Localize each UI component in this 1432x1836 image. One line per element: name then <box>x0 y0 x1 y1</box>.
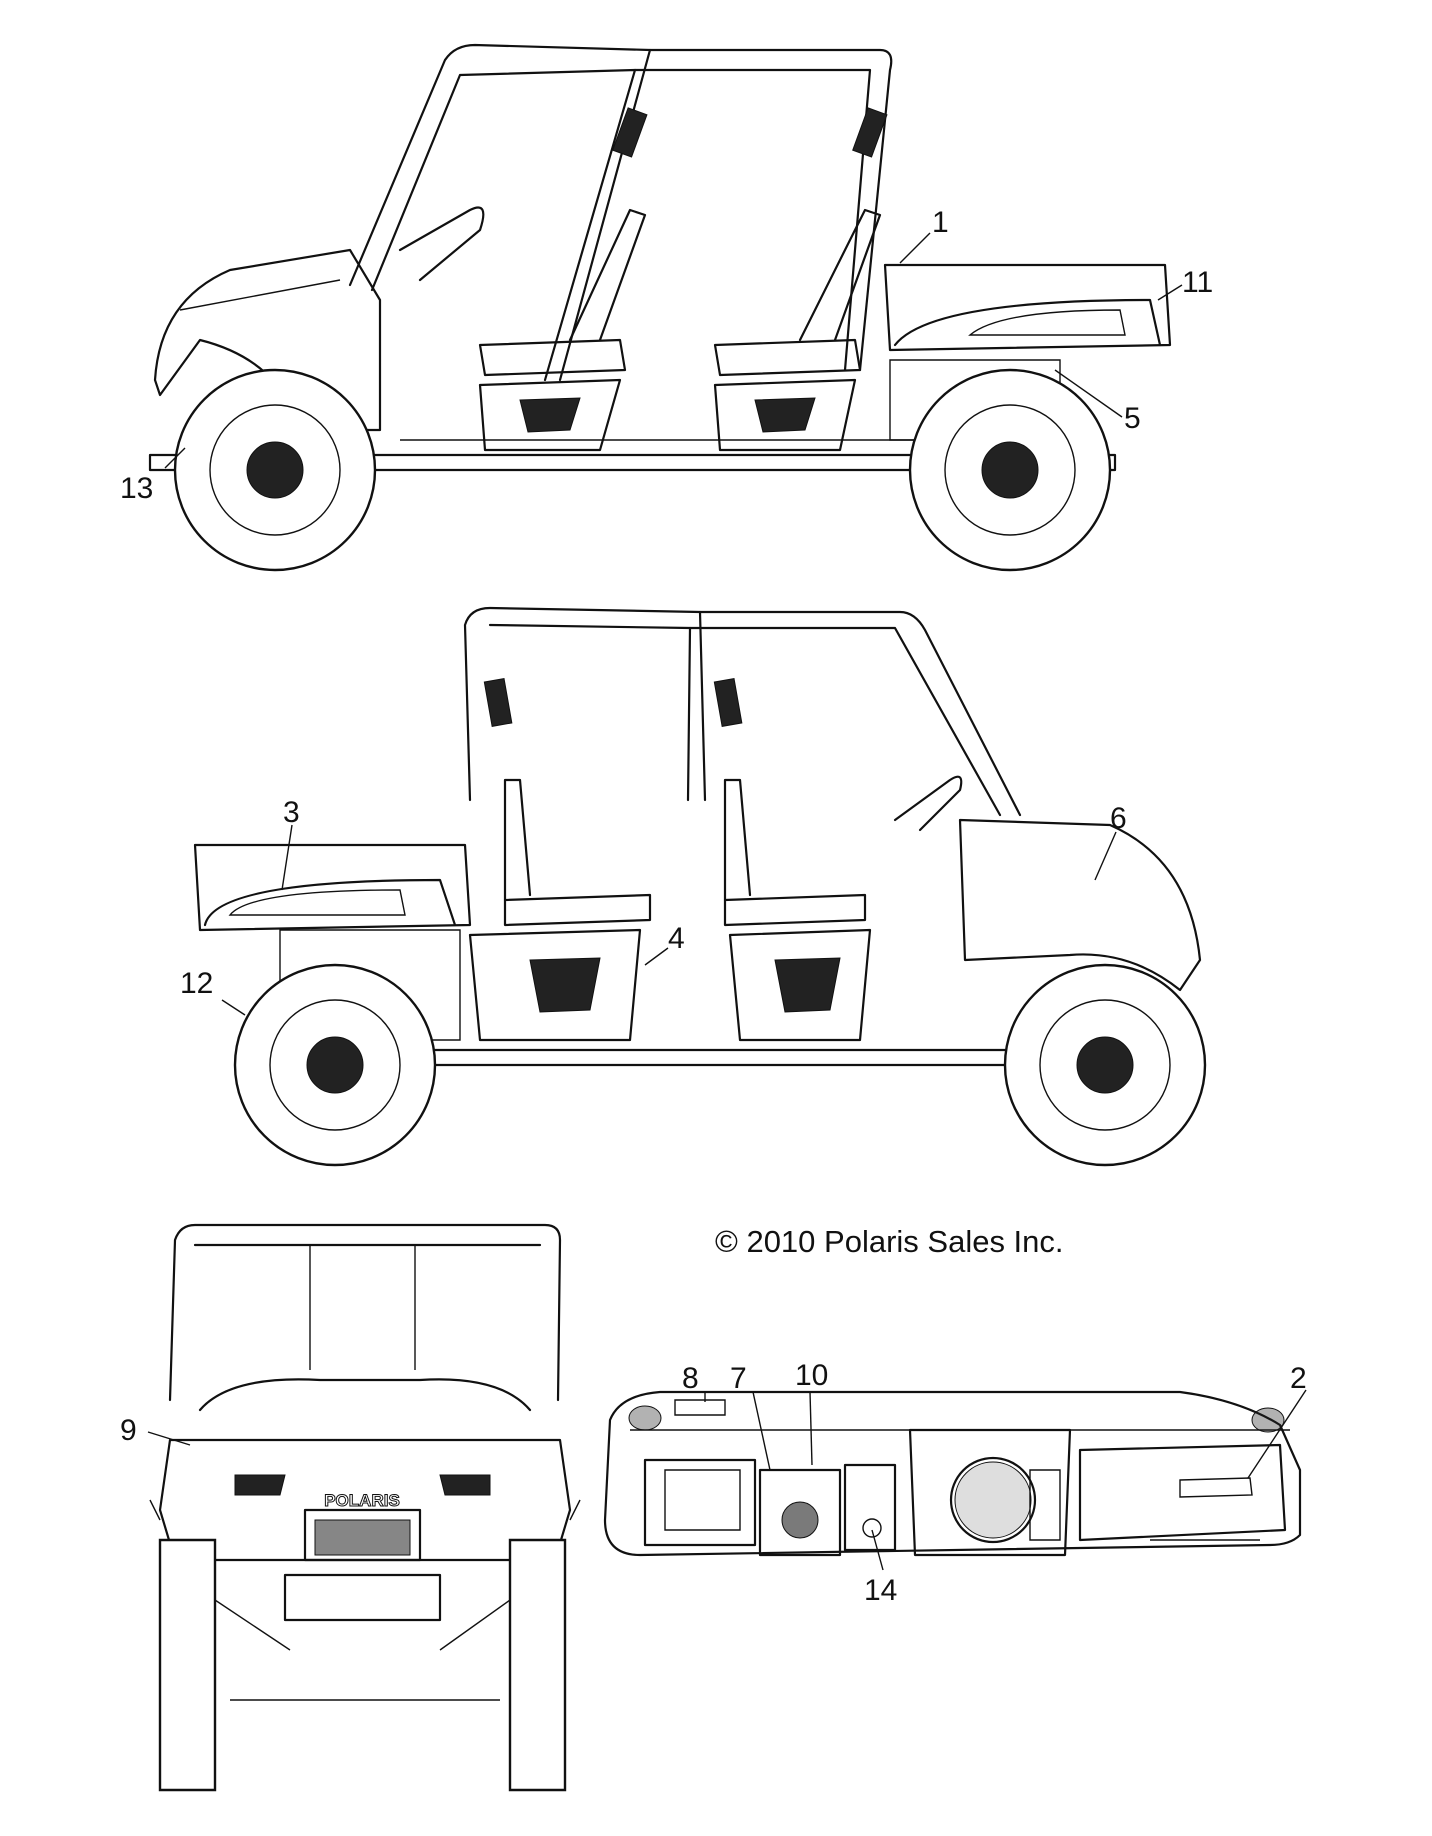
callout-8: 8 <box>682 1362 699 1395</box>
callout-10: 10 <box>795 1359 828 1392</box>
callout-6: 6 <box>1110 802 1127 835</box>
callout-14: 14 <box>864 1574 897 1607</box>
copyright-notice: © 2010 Polaris Sales Inc. <box>715 1224 1064 1259</box>
front-view: POLARIS <box>147 1223 581 1792</box>
callout-5: 5 <box>1124 402 1141 435</box>
callout-7: 7 <box>730 1362 747 1395</box>
left-side-view <box>148 43 1183 572</box>
callout-12: 12 <box>180 967 213 1000</box>
callout-3: 3 <box>283 796 300 829</box>
callout-4: 4 <box>668 922 685 955</box>
polaris-badge: POLARIS <box>324 1491 400 1510</box>
callout-1: 1 <box>932 206 949 239</box>
callout-13: 13 <box>120 472 153 505</box>
dashboard-view <box>603 1389 1307 1571</box>
callout-11: 11 <box>1182 266 1213 299</box>
callouts: 1 11 5 13 3 6 4 12 9 8 7 10 2 14 <box>120 206 1307 1607</box>
callout-9: 9 <box>120 1414 137 1447</box>
right-side-view <box>193 606 1207 1167</box>
callout-2: 2 <box>1290 1362 1307 1395</box>
